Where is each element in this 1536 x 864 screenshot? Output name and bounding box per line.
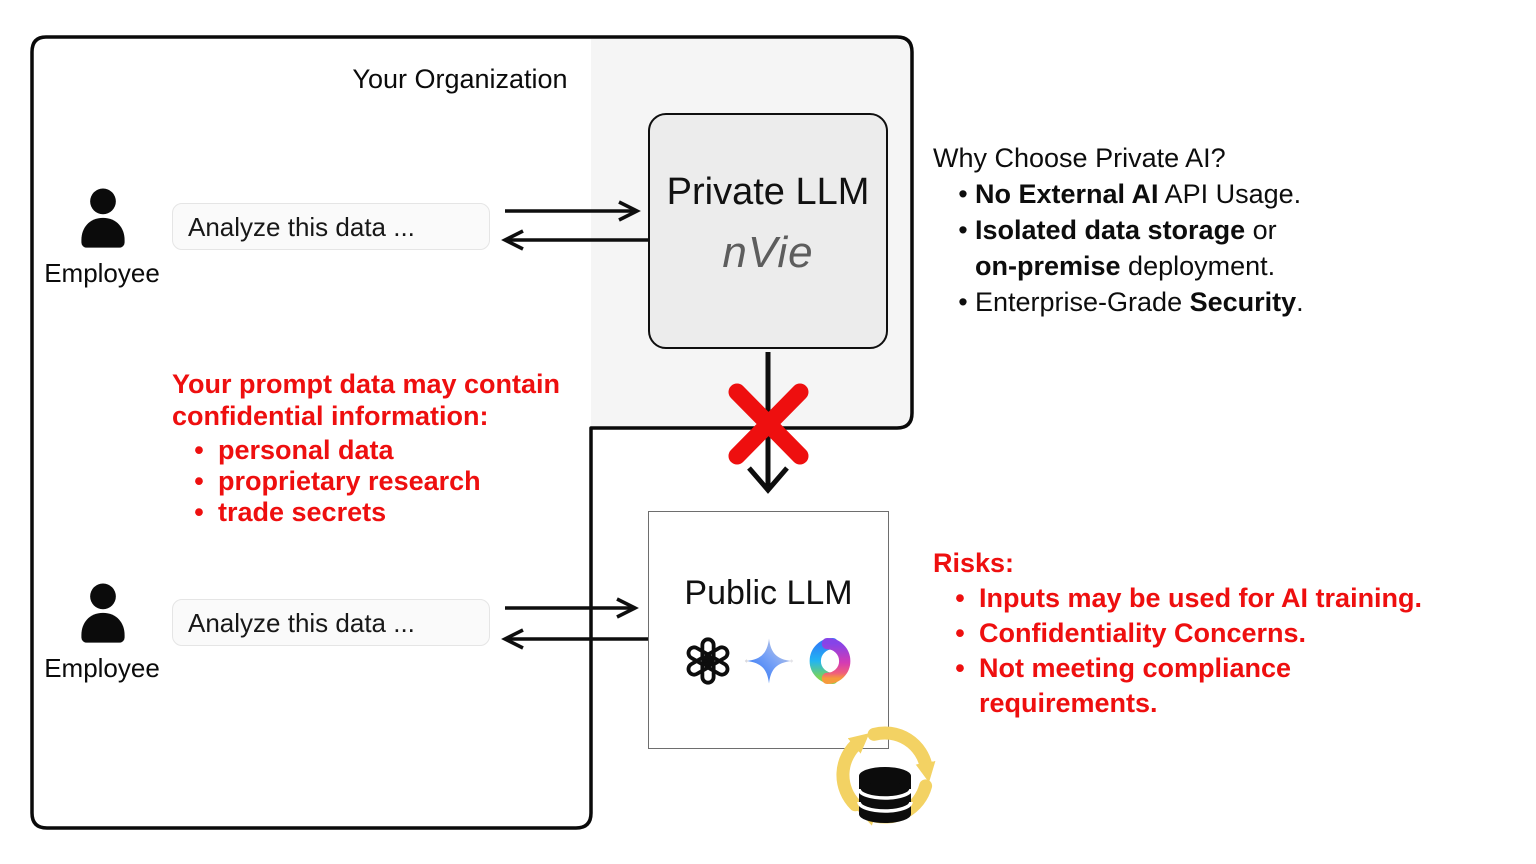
list-item: No External AI API Usage.	[933, 176, 1403, 212]
private-llm-brand: nVie	[722, 227, 814, 277]
list-item: Not meeting compliance requirements.	[933, 651, 1453, 721]
list-item: Isolated data storage or	[933, 212, 1403, 248]
prompt-input: Analyze this data ...	[172, 599, 490, 646]
private-llm-box: Private LLM nVie	[648, 113, 888, 349]
list-item: proprietary research	[172, 466, 602, 497]
arrow-public-to-employee2	[501, 628, 648, 650]
private-llm-title: Private LLM	[666, 170, 870, 213]
confidential-warning-block: Your prompt data may contain confidentia…	[172, 368, 602, 528]
org-title: Your Organization	[352, 64, 568, 94]
person-icon	[77, 583, 129, 655]
bullet-dot	[951, 176, 975, 212]
why-private-block: Why Choose Private AI? No External AI AP…	[933, 140, 1403, 320]
prompt-input: Analyze this data ...	[172, 203, 490, 250]
bullet-dot	[188, 466, 210, 497]
warning-heading: Your prompt data may contain confidentia…	[172, 369, 561, 431]
risks-title: Risks:	[933, 548, 1015, 578]
risks-block: Risks: Inputs may be used for AI trainin…	[933, 546, 1453, 721]
bullet-spacer	[951, 248, 975, 284]
person-icon	[77, 188, 129, 260]
gemini-icon	[744, 637, 793, 684]
copilot-icon	[809, 637, 850, 684]
list-item: on-premise deployment.	[933, 248, 1403, 284]
database-icon	[857, 767, 913, 823]
list-item: Inputs may be used for AI training.	[933, 581, 1453, 616]
list-item: Enterprise-Grade Security.	[933, 284, 1403, 320]
public-llm-box: Public LLM	[648, 511, 889, 749]
arrow-employee2-to-public	[505, 597, 639, 619]
public-llm-title: Public LLM	[684, 573, 853, 612]
bullet-dot	[949, 581, 971, 616]
bullet-dot	[188, 435, 210, 466]
bullet-dot	[951, 212, 975, 248]
why-private-title: Why Choose Private AI?	[933, 143, 1226, 173]
openai-icon	[686, 636, 729, 685]
bullet-dot	[951, 284, 975, 320]
list-item: trade secrets	[172, 497, 602, 528]
employee-label: Employee	[44, 258, 160, 288]
list-item: personal data	[172, 435, 602, 466]
list-item: Confidentiality Concerns.	[933, 616, 1453, 651]
employee-label: Employee	[44, 653, 160, 683]
bullet-dot	[949, 616, 971, 651]
public-llm-logos	[682, 635, 856, 687]
bullet-dot	[949, 651, 971, 721]
bullet-dot	[188, 497, 210, 528]
